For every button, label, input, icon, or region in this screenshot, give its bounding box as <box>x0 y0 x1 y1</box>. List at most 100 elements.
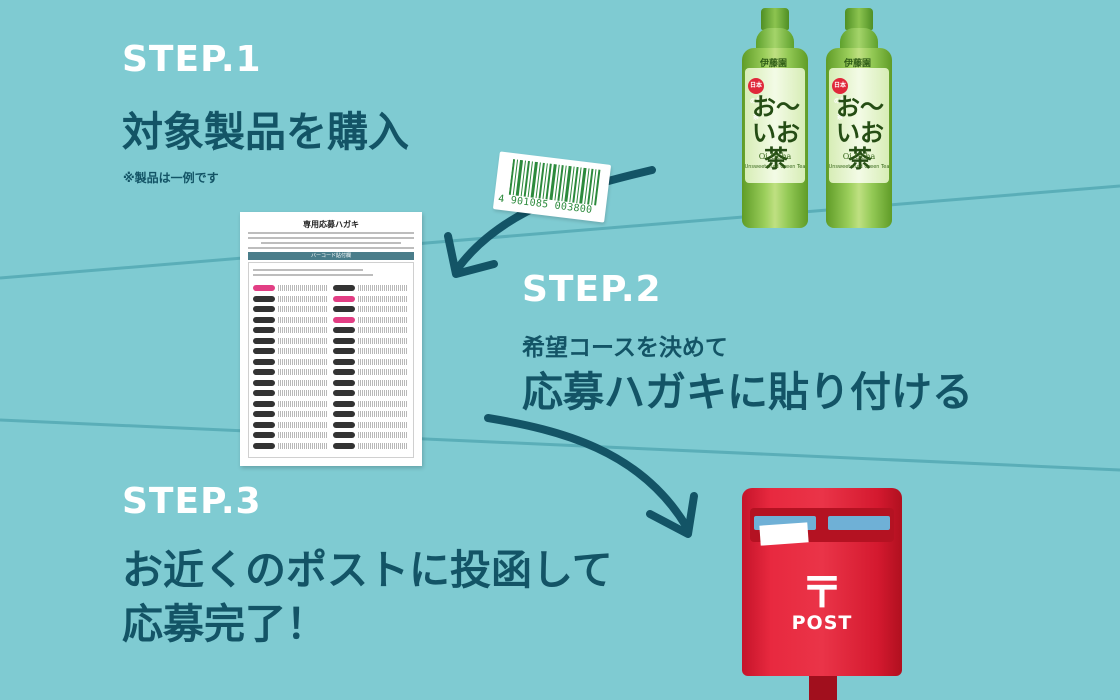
arrow-to-mailbox-head <box>646 492 698 538</box>
step2-subtitle: 希望コースを決めて <box>522 335 728 361</box>
barcode-slot <box>358 316 408 323</box>
barcode-slot <box>358 348 408 354</box>
mailbox-post-leg <box>809 676 837 700</box>
barcode-slot <box>358 337 408 344</box>
mailbox-post-label: POST <box>791 612 853 634</box>
barcode-slot <box>358 400 408 407</box>
step3-label: STEP.3 <box>122 481 262 522</box>
barcode-slot <box>278 337 328 344</box>
bottle-name: お〜いお茶 <box>836 93 884 173</box>
barcode-slot <box>358 285 408 291</box>
barcode-slot <box>278 295 328 302</box>
course-pill <box>333 295 355 302</box>
step3-title-line2: 応募完了！ <box>122 600 327 648</box>
postcard-barcode-grid <box>248 262 414 458</box>
postcard-grid-note <box>253 274 373 276</box>
course-pill <box>253 316 275 323</box>
course-pill <box>333 411 355 417</box>
barcode-slot <box>278 400 328 407</box>
barcode-bars-icon <box>508 159 601 206</box>
red-mailbox: 〒 POST <box>742 488 902 676</box>
barcode-slot <box>278 348 328 354</box>
step1-label: STEP.1 <box>122 39 262 80</box>
course-pill <box>253 411 275 417</box>
barcode-slot <box>278 358 328 365</box>
course-pill <box>253 358 275 365</box>
course-pill <box>253 306 275 312</box>
course-pill <box>253 390 275 396</box>
step1-note: ※製品は一例です <box>123 171 219 185</box>
course-pill <box>333 316 355 323</box>
barcode-slot <box>278 390 328 396</box>
barcode-slot <box>358 306 408 312</box>
step2-label: STEP.2 <box>522 269 662 310</box>
postcard-text-line <box>248 247 414 249</box>
barcode-slot <box>358 432 408 438</box>
bottle-small-text: Unsweetened Green Tea <box>744 164 806 170</box>
arrow-to-postcard-head <box>444 232 498 278</box>
course-pill <box>253 295 275 302</box>
bottle-small-text: Unsweetened Green Tea <box>828 164 890 170</box>
postcard-text-line <box>248 232 414 234</box>
course-pill <box>253 400 275 407</box>
bottle-latin-name: Oi Ocha <box>758 152 792 161</box>
barcode-slot <box>358 442 408 449</box>
postcard-title: 専用応募ハガキ <box>303 220 359 229</box>
background-diagonal-line-2 <box>0 418 1120 472</box>
bottle-cap <box>761 8 789 30</box>
course-pill <box>253 348 275 354</box>
course-pill <box>333 348 355 354</box>
postal-mark-icon: 〒 <box>800 568 843 617</box>
course-pill <box>333 358 355 365</box>
barcode-slot <box>358 358 408 365</box>
course-pill <box>253 285 275 291</box>
course-pill <box>333 327 355 333</box>
step2-title: 応募ハガキに貼り付ける <box>522 368 973 416</box>
bottle-brand: 伊藤園 <box>844 59 872 69</box>
course-pill <box>253 369 275 375</box>
course-pill <box>253 337 275 344</box>
barcode-sticker: 4 901085 003800 <box>492 151 612 223</box>
tea-bottle-left: 伊藤園 日本の緑茶 お〜いお茶 Oi Ocha Unsweetened Gree… <box>742 8 808 228</box>
barcode-slot <box>358 411 408 417</box>
step3-title-line1: お近くのポストに投函して <box>122 546 613 594</box>
mailbox-letter-icon <box>759 522 809 546</box>
bottle-badge: 日本の緑茶 <box>748 78 764 121</box>
tea-bottle-right: 伊藤園 日本の緑茶 お〜いお茶 Oi Ocha Unsweetened Gree… <box>826 8 892 228</box>
course-pill <box>253 327 275 333</box>
barcode-slot <box>358 421 408 428</box>
bottle-brand: 伊藤園 <box>760 59 788 69</box>
course-pill <box>333 285 355 291</box>
barcode-slot <box>358 369 408 375</box>
barcode-slot <box>278 432 328 438</box>
barcode-slot <box>358 379 408 386</box>
course-pill <box>333 390 355 396</box>
course-pill <box>253 432 275 438</box>
postcard-barcode-section-header: バーコード貼付欄 <box>248 252 414 260</box>
course-pill <box>333 379 355 386</box>
course-pill <box>333 432 355 438</box>
bottle-cap <box>845 8 873 30</box>
postcard-text-line <box>248 237 414 239</box>
barcode-slot <box>358 390 408 396</box>
barcode-slot <box>278 379 328 386</box>
course-pill <box>333 442 355 449</box>
course-pill <box>253 379 275 386</box>
postcard-text-line <box>261 242 401 244</box>
background-diagonal-line-1 <box>0 184 1120 280</box>
barcode-slot <box>278 421 328 428</box>
arrow-to-mailbox <box>484 414 690 530</box>
barcode-slot <box>278 316 328 323</box>
barcode-slot <box>278 369 328 375</box>
course-pill <box>333 400 355 407</box>
step1-title: 対象製品を購入 <box>122 108 409 156</box>
barcode-slot <box>278 327 328 333</box>
bottle-name: お〜いお茶 <box>752 93 800 173</box>
course-pill <box>333 306 355 312</box>
bottle-badge: 日本の緑茶 <box>832 78 848 121</box>
barcode-slot <box>358 295 408 302</box>
postcard-grid-note <box>253 269 363 271</box>
barcode-slot <box>278 285 328 291</box>
barcode-slot <box>278 442 328 449</box>
application-postcard: 専用応募ハガキ バーコード貼付欄 <box>240 212 422 466</box>
